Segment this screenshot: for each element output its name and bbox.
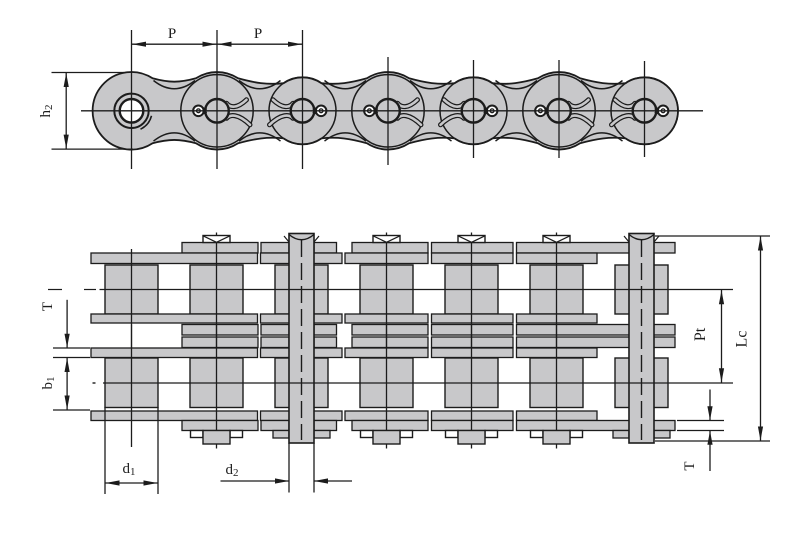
svg-text:P: P — [168, 26, 176, 42]
svg-text:P: P — [254, 26, 262, 42]
svg-text:b1: b1 — [40, 377, 57, 390]
svg-text:T: T — [682, 461, 698, 470]
svg-text:d2: d2 — [226, 462, 239, 479]
svg-text:T: T — [40, 302, 56, 311]
svg-text:h2: h2 — [38, 105, 55, 118]
svg-text:Pt: Pt — [692, 327, 709, 341]
svg-text:d1: d1 — [123, 461, 136, 478]
svg-text:Lc: Lc — [734, 331, 751, 348]
